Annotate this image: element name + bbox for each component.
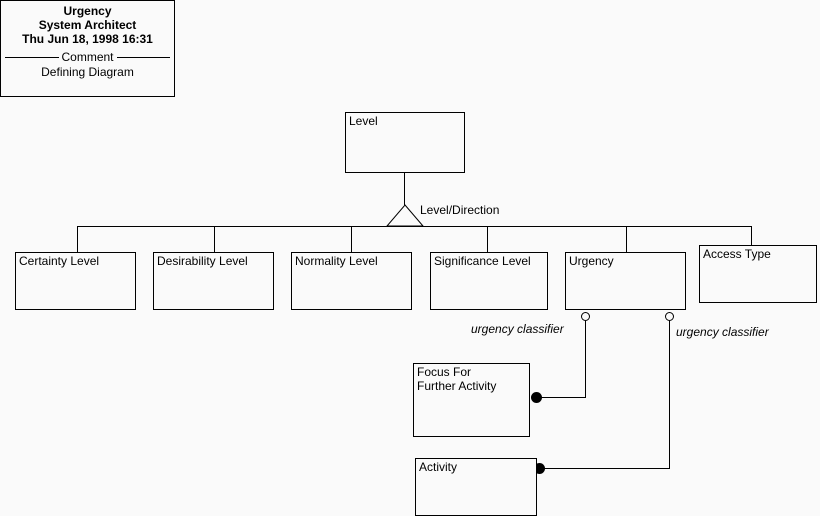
class-box-desirability-level[interactable]: Desirability Level	[153, 252, 274, 310]
drop-certainty-level	[77, 226, 78, 252]
association-1-role-marker[interactable]	[581, 312, 590, 321]
drop-normality-level	[351, 226, 352, 252]
divider-rule-right	[116, 56, 171, 58]
title-block-comment: Defining Diagram	[41, 65, 134, 79]
class-name-level: Level	[349, 114, 378, 128]
drop-urgency	[626, 226, 627, 252]
class-box-urgency[interactable]: Urgency	[565, 252, 686, 310]
class-name-significance-level: Significance Level	[434, 254, 531, 268]
drop-desirability-level	[214, 226, 215, 252]
class-box-significance-level[interactable]: Significance Level	[430, 252, 548, 310]
title-block-divider: Comment	[5, 50, 171, 64]
class-name-desirability-level: Desirability Level	[157, 254, 248, 268]
class-box-focus-for-further-activity[interactable]: Focus For Further Activity	[413, 363, 530, 437]
class-name-certainty-level: Certainty Level	[19, 254, 100, 268]
class-name-access-type: Access Type	[703, 247, 771, 261]
title-block-timestamp: Thu Jun 18, 1998 16:31	[22, 32, 153, 46]
association-2-aggregation-marker[interactable]	[534, 463, 545, 474]
title-block-tool: System Architect	[38, 18, 137, 32]
association-1-vertical	[585, 321, 586, 397]
class-name-normality-level: Normality Level	[295, 254, 378, 268]
class-box-access-type[interactable]: Access Type	[699, 245, 817, 303]
title-block: Urgency System Architect Thu Jun 18, 199…	[0, 0, 175, 97]
drop-significance-level	[487, 226, 488, 252]
association-2-role-marker[interactable]	[665, 312, 674, 321]
title-block-name: Urgency	[63, 4, 112, 18]
generalization-bus	[77, 226, 751, 227]
association-1-role-label: urgency classifier	[471, 322, 564, 336]
class-name-activity: Activity	[419, 460, 458, 474]
generalization-triangle	[385, 204, 425, 227]
divider-caption: Comment	[61, 50, 114, 64]
association-1-horizontal	[537, 397, 586, 398]
divider-rule-left	[5, 56, 59, 58]
association-1-aggregation-marker[interactable]	[531, 392, 542, 403]
class-box-normality-level[interactable]: Normality Level	[291, 252, 412, 310]
generalization-label: Level/Direction	[420, 203, 500, 217]
generalization-stem	[404, 173, 405, 205]
association-2-role-label: urgency classifier	[676, 325, 769, 339]
association-2-vertical	[669, 321, 670, 468]
drop-access-type	[751, 226, 752, 245]
class-box-certainty-level[interactable]: Certainty Level	[15, 252, 136, 310]
class-name-focus-for-further-activity: Focus For Further Activity	[417, 365, 497, 393]
class-name-urgency: Urgency	[569, 254, 614, 268]
class-box-activity[interactable]: Activity	[415, 458, 537, 516]
class-box-level[interactable]: Level	[345, 112, 465, 173]
association-2-horizontal	[540, 468, 670, 469]
